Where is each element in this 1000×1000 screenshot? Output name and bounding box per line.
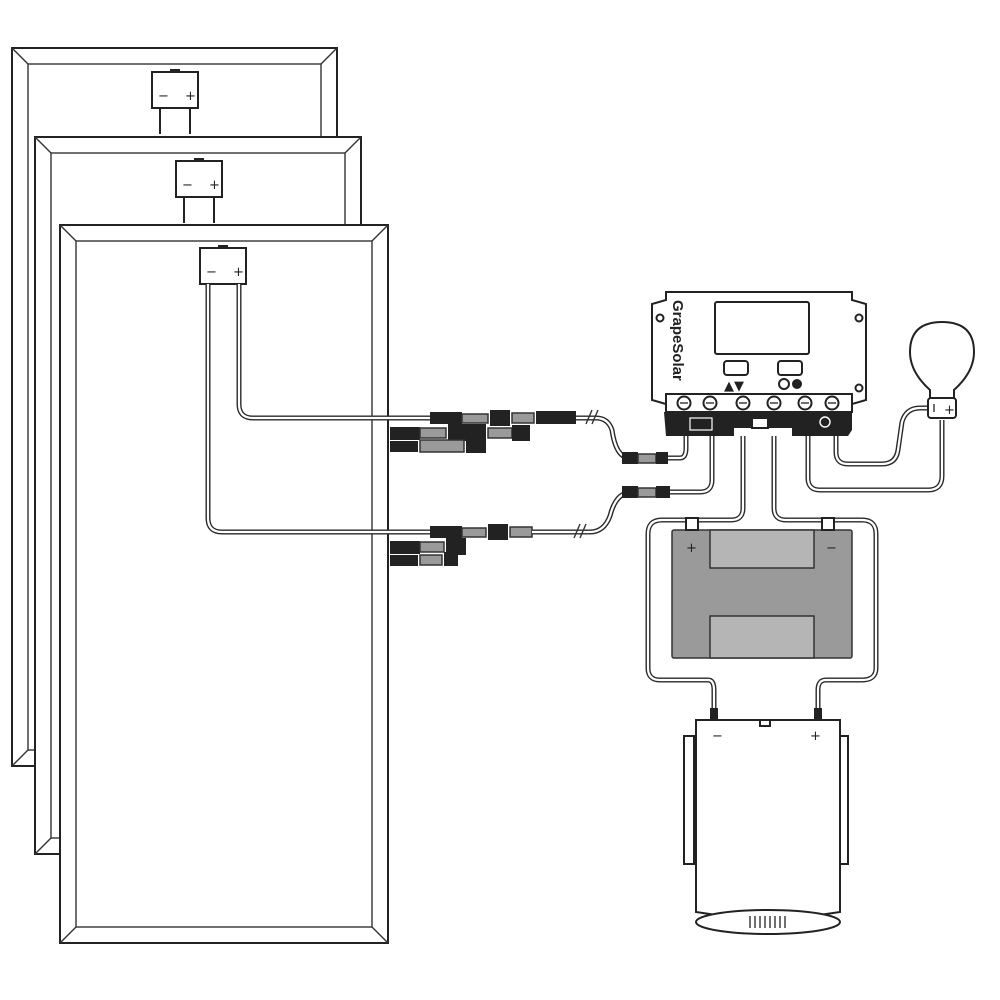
junction-minus-label: − [206,265,217,280]
junction-box-panel-1: − + [151,69,199,134]
inverter-minus-label: − [712,729,723,744]
solar-panel-3: − + [59,224,389,944]
inverter-plus-label: + [810,729,821,744]
load-cables [805,405,945,493]
junction-minus-label: − [158,89,169,104]
controller-input-cables [532,409,715,539]
battery-terminal-icon [751,417,769,429]
load-terminal-icon [819,416,831,428]
controller-display [714,301,810,355]
controller-terminals [676,395,840,411]
bulb-plus-label: + [944,403,955,418]
junction-box-panel-3: − + [199,245,247,285]
solar-terminal-icon [689,417,713,431]
up-down-arrows-icon: ▲▼ [724,379,744,394]
bulb-outline-icon [778,378,790,390]
battery-positive-terminal [685,517,699,531]
bulb-filled-icon [792,379,802,389]
junction-box-panel-2: − + [175,158,223,223]
battery-cables [645,436,879,712]
battery-plus-label: + [686,541,697,556]
junction-plus-label: + [233,265,244,280]
mc4-branch-connector-lower [390,524,533,566]
light-bulb: + [908,320,976,419]
inverter: − + [683,708,849,935]
junction-plus-label: + [209,178,220,193]
controller-load-button[interactable] [777,360,803,390]
controller-brand-label: GrapeSolar [669,300,686,381]
battery-minus-label: − [826,541,837,556]
inverter-outlet-vent [749,916,786,928]
junction-plus-label: + [185,89,196,104]
panel-cables [205,284,432,535]
junction-minus-label: − [182,178,193,193]
battery: + − [671,517,853,659]
charge-controller: GrapeSolar ▲▼ [651,291,867,436]
battery-negative-terminal [821,517,835,531]
mc4-branch-connector-upper [390,410,576,453]
controller-up-down-button[interactable]: ▲▼ [723,360,749,394]
